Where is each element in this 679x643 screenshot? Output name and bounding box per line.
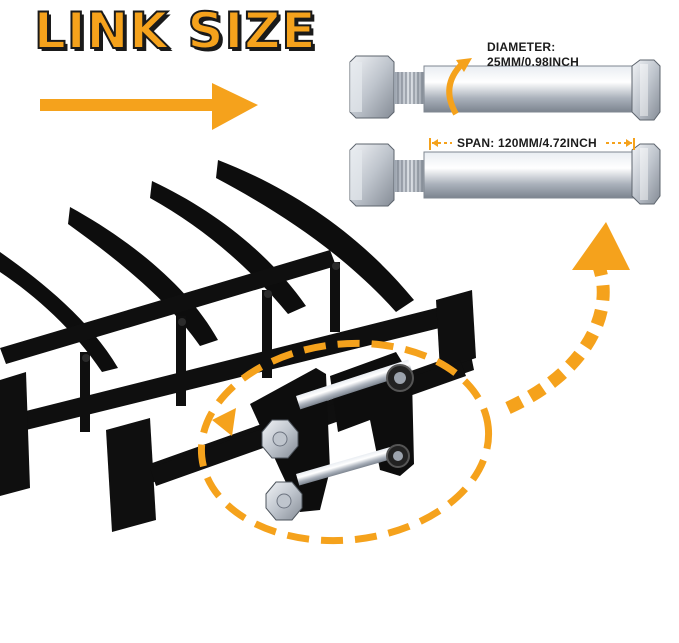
- right-arrow-icon: [40, 83, 258, 130]
- span-label: SPAN: 120MM/4.72INCH: [457, 136, 597, 150]
- link-pin-bottom: [349, 143, 661, 207]
- dashed-up-arrow-icon: [505, 222, 630, 414]
- ring-arrow-head-icon: [212, 408, 236, 436]
- diameter-indicator-icon: [446, 58, 472, 116]
- diameter-value: 25MM/0.98INCH: [487, 55, 579, 69]
- link-bracket: [250, 352, 414, 521]
- frame-bolt-heads: [82, 262, 340, 362]
- link-pin-top: [349, 55, 661, 121]
- span-indicator-icon: [429, 138, 635, 150]
- diameter-label: DIAMETER:: [487, 40, 556, 54]
- highlight-ring: [197, 339, 493, 545]
- page-title: LINK SIZE: [33, 1, 317, 61]
